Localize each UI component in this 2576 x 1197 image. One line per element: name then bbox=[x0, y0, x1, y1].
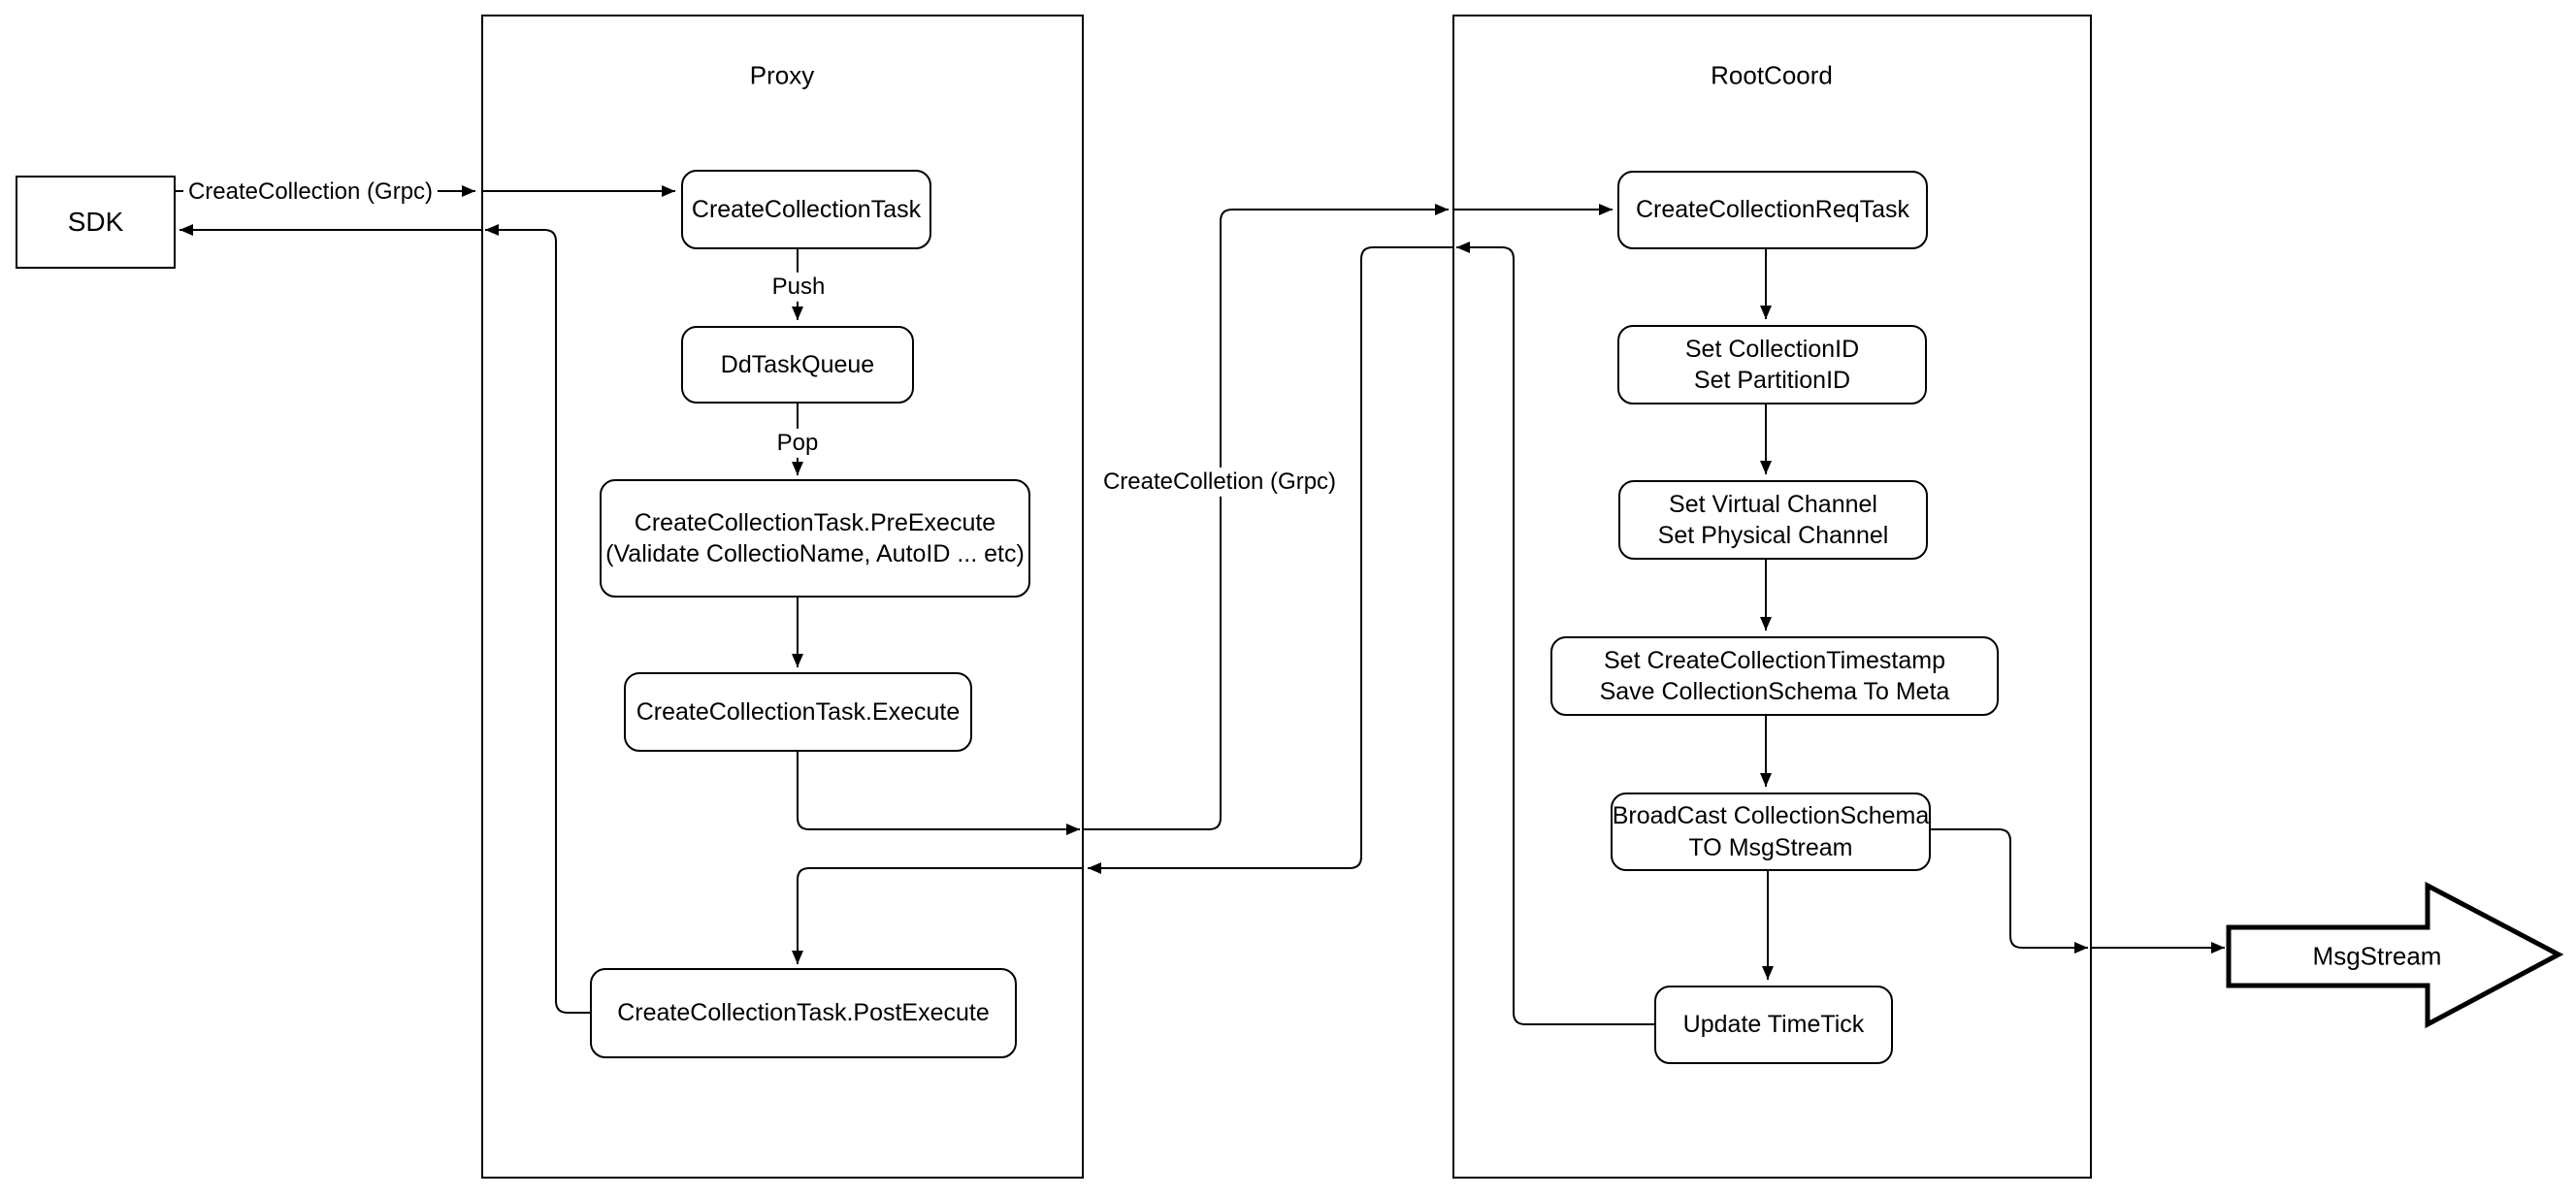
pop-label: Pop bbox=[776, 429, 819, 456]
update-timetick-label: Update TimeTick bbox=[1682, 1011, 1865, 1039]
sdk-node-label: SDK bbox=[67, 206, 124, 237]
create-collection-task-node: CreateCollectionTask bbox=[681, 170, 931, 249]
proxy-container bbox=[481, 15, 1084, 1179]
connectors bbox=[176, 185, 2225, 1025]
set-channels-label-line1: Set Virtual Channel bbox=[1669, 490, 1877, 518]
dd-task-queue-label: DdTaskQueue bbox=[720, 350, 875, 378]
set-ids-label-line2: Set PartitionID bbox=[1693, 367, 1851, 394]
set-ids-node: Set CollectionID Set PartitionID bbox=[1617, 325, 1927, 404]
set-timestamp-node: Set CreateCollectionTimestamp Save Colle… bbox=[1550, 636, 1999, 716]
create-collection-req-task-label: CreateCollectionReqTask bbox=[1635, 196, 1910, 224]
set-channels-node: Set Virtual Channel Set Physical Channel bbox=[1618, 480, 1928, 560]
post-execute-node: CreateCollectionTask.PostExecute bbox=[590, 968, 1017, 1058]
grpc-mid-label-line1: CreateColletion bbox=[1102, 468, 1264, 495]
broadcast-label-line1: BroadCast CollectionSchema bbox=[1612, 802, 1930, 829]
post-execute-label: CreateCollectionTask.PostExecute bbox=[617, 999, 990, 1027]
sdk-node: SDK bbox=[16, 176, 176, 269]
set-timestamp-label-line1: Set CreateCollectionTimestamp bbox=[1604, 646, 1945, 674]
rootcoord-container-title: RootCoord bbox=[1711, 60, 1833, 90]
push-edge-label: Push bbox=[766, 272, 831, 303]
pre-execute-node: CreateCollectionTask.PreExecute (Validat… bbox=[600, 479, 1030, 598]
execute-label: CreateCollectionTask.Execute bbox=[636, 697, 961, 726]
proxy-container-title: Proxy bbox=[749, 60, 815, 90]
create-collection-task-label: CreateCollectionTask bbox=[691, 195, 922, 223]
set-timestamp-label-line2: Save CollectionSchema To Meta bbox=[1599, 678, 1950, 705]
msgstream-block-arrow bbox=[2226, 881, 2564, 1029]
grpc-mid-label-line2: (Grpc) bbox=[1270, 468, 1337, 495]
execute-node: CreateCollectionTask.Execute bbox=[624, 672, 972, 752]
grpc-out-edge-label: CreateCollection (Grpc) bbox=[182, 177, 439, 208]
create-collection-req-task-node: CreateCollectionReqTask bbox=[1617, 171, 1928, 249]
grpc-mid-edge-label: CreateColletion (Grpc) bbox=[1097, 467, 1342, 498]
pre-execute-label-line2: (Validate CollectioName, AutoID ... etc) bbox=[605, 540, 1025, 567]
broadcast-label-line2: TO MsgStream bbox=[1688, 833, 1853, 861]
rootcoord-container bbox=[1452, 15, 2092, 1179]
set-ids-label-line1: Set CollectionID bbox=[1684, 335, 1860, 363]
dd-task-queue-node: DdTaskQueue bbox=[681, 326, 914, 404]
grpc-out-label-line2: (Grpc) bbox=[367, 178, 434, 205]
update-timetick-node: Update TimeTick bbox=[1654, 986, 1893, 1064]
pre-execute-label-line1: CreateCollectionTask.PreExecute bbox=[634, 508, 996, 536]
broadcast-node: BroadCast CollectionSchema TO MsgStream bbox=[1611, 793, 1931, 871]
pop-edge-label: Pop bbox=[771, 428, 824, 459]
set-channels-label-line2: Set Physical Channel bbox=[1657, 522, 1889, 549]
msgstream-label: MsgStream bbox=[2312, 941, 2442, 971]
grpc-out-label-line1: CreateCollection bbox=[187, 178, 361, 205]
push-label: Push bbox=[771, 273, 826, 300]
